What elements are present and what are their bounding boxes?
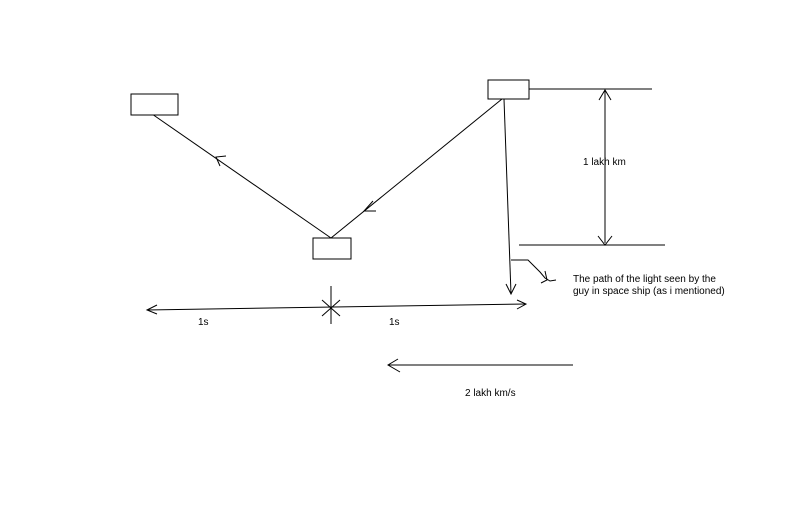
time-right-label: 1s bbox=[389, 317, 400, 328]
time-axis-cross-2 bbox=[321, 299, 341, 317]
annotation-line-2: guy in space ship (as i mentioned) bbox=[573, 286, 725, 297]
annotation-pointer bbox=[511, 259, 557, 282]
right-top-mirror bbox=[487, 79, 530, 100]
height-label: 1 lakh km bbox=[583, 157, 626, 168]
height-arrow-up-icon bbox=[598, 89, 612, 101]
light-path-right-segment bbox=[330, 98, 503, 239]
bottom-mirror bbox=[312, 237, 352, 260]
time-left-label: 1s bbox=[198, 317, 209, 328]
time-axis-left-arrow-icon bbox=[145, 304, 158, 315]
annotation-pointer-arrow-icon bbox=[540, 270, 548, 284]
arrow-left-segment-icon bbox=[215, 155, 227, 167]
arrow-right-segment-icon bbox=[362, 200, 376, 212]
speed-label: 2 lakh km/s bbox=[465, 388, 516, 399]
observer-light-path bbox=[503, 98, 512, 295]
observer-light-arrow-icon bbox=[505, 283, 517, 296]
annotation-line-1: The path of the light seen by the bbox=[573, 274, 716, 285]
left-top-mirror bbox=[130, 93, 179, 116]
time-axis-right-arrow-icon bbox=[516, 299, 528, 310]
light-path-left-segment bbox=[151, 113, 332, 239]
time-axis-line bbox=[146, 303, 527, 311]
speed-arrow-head-icon bbox=[387, 358, 401, 373]
height-arrow-down-icon bbox=[597, 235, 613, 246]
